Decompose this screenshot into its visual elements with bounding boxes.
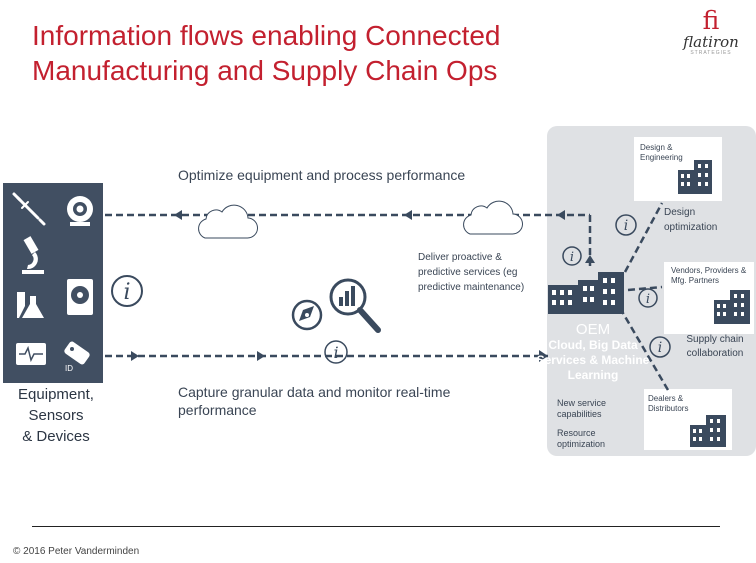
- devices-label-line-2: Sensors: [28, 407, 84, 424]
- svg-text:i: i: [123, 280, 130, 305]
- info-icon-design: [615, 214, 637, 236]
- oem-line-1: Cloud, Big Data: [548, 338, 638, 352]
- deliver-line-3: predictive maintenance): [418, 282, 525, 293]
- oem-title: OEM: [575, 321, 611, 338]
- dealers-line-1: Dealers &: [648, 394, 684, 403]
- title-line-2: Manufacturing and Supply Chain Ops: [32, 55, 498, 86]
- logo-name: flatiron: [683, 33, 739, 51]
- oem-line-3: Learning: [567, 368, 619, 382]
- arrow-right-1: [131, 351, 139, 361]
- design-building-icon: [678, 160, 712, 194]
- dealers-label: Dealers & Distributors: [648, 394, 688, 414]
- vendors-building-icon: [714, 290, 750, 324]
- logo-mark: fi: [702, 6, 720, 35]
- oem-label: OEM Cloud, Big Data Services & Machine L…: [535, 321, 651, 383]
- partner-links: [618, 202, 670, 391]
- oem-building-icon: [548, 272, 624, 314]
- info-icons: [111, 214, 671, 364]
- design-line-2: Engineering: [640, 153, 683, 162]
- new-service-line-1: New service: [557, 398, 607, 408]
- info-icon-capture: [324, 340, 348, 364]
- oem-line-2: Services & Machine: [536, 353, 650, 367]
- footer-divider: [32, 526, 720, 527]
- analytics-search-icon: [329, 278, 381, 333]
- deliver-line-1: Deliver proactive &: [418, 252, 502, 263]
- arrow-left-1: [174, 210, 182, 220]
- title-line-1: Information flows enabling Connected: [32, 20, 501, 51]
- capture-flow-line-2: performance: [178, 402, 257, 418]
- cloud-icon-right: [463, 200, 523, 235]
- id-tag-label: ID: [65, 364, 73, 373]
- capture-flow-label: Capture granular data and monitor real-t…: [178, 383, 450, 419]
- arrow-left-3: [557, 210, 565, 220]
- arrow-up-oem: [585, 255, 595, 263]
- info-icon-oem: [562, 246, 582, 266]
- flatiron-logo: fi flatiron STRATEGIES: [674, 8, 748, 68]
- svg-text:i: i: [624, 218, 628, 234]
- svg-text:i: i: [658, 340, 662, 356]
- capture-flow-arrows: [131, 350, 548, 362]
- svg-text:i: i: [570, 250, 574, 265]
- flask-icon: [17, 292, 44, 318]
- new-service-label: New service capabilities: [557, 398, 606, 420]
- logo-subtitle: STRATEGIES: [690, 50, 732, 56]
- info-glyphs: i i i i i i: [123, 218, 662, 362]
- devices-label: Equipment, Sensors & Devices: [8, 384, 104, 447]
- copyright-text: © 2016 Peter Vanderminden: [13, 546, 140, 557]
- svg-text:i: i: [333, 343, 338, 362]
- compass-icon: [291, 299, 323, 331]
- monitor-icon: [16, 343, 46, 365]
- microscope-icon: [22, 236, 44, 274]
- cloud-icon-left: [198, 204, 258, 239]
- optimize-flow-arrows: [174, 210, 565, 220]
- dealers-building-icon: [690, 415, 726, 447]
- deliver-line-2: predictive services (eg: [418, 267, 518, 278]
- arrow-right-2: [257, 351, 265, 361]
- arrow-left-2: [404, 210, 412, 220]
- design-line-1: Design &: [640, 143, 673, 152]
- supply-line-2: collaboration: [686, 348, 744, 359]
- resource-line-2: optimization: [557, 439, 606, 449]
- svg-text:i: i: [646, 292, 650, 307]
- resource-optimization-label: Resource optimization: [557, 428, 605, 450]
- page-title: Information flows enabling Connected Man…: [32, 18, 632, 88]
- hard-drive-icon: [67, 279, 93, 315]
- new-service-line-2: capabilities: [557, 409, 602, 419]
- dealers-line-2: Distributors: [648, 404, 689, 413]
- design-optimization-label: Design optimization: [664, 205, 717, 235]
- syringe-icon: [12, 192, 46, 226]
- info-icon-devices: [111, 275, 143, 307]
- vendors-line-2: Mfg. Partners: [671, 276, 720, 285]
- deliver-services-label: Deliver proactive & predictive services …: [418, 250, 524, 295]
- resource-line-1: Resource: [557, 428, 596, 438]
- devices-label-line-1: Equipment,: [18, 386, 94, 403]
- supply-chain-label: Supply chain collaboration: [676, 333, 754, 361]
- webcam-icon: [67, 196, 93, 226]
- vendors-line-1: Vendors, Providers &: [671, 266, 747, 275]
- arrow-right-3: [539, 350, 548, 362]
- supply-line-1: Supply chain: [686, 334, 744, 345]
- design-opt-line-1: Design: [664, 207, 696, 218]
- optimize-flow-label: Optimize equipment and process performan…: [178, 167, 466, 183]
- design-opt-line-2: optimization: [664, 222, 718, 233]
- devices-label-line-3: & Devices: [22, 428, 90, 445]
- vendors-label: Vendors, Providers & Mfg. Partners: [671, 266, 746, 286]
- id-tag-icon: [64, 341, 90, 365]
- design-engineering-label: Design & Engineering: [640, 143, 683, 163]
- capture-flow-line-1: Capture granular data and monitor real-t…: [178, 384, 451, 400]
- info-icon-vendors: [638, 288, 658, 308]
- info-icon-dealers: [649, 336, 671, 358]
